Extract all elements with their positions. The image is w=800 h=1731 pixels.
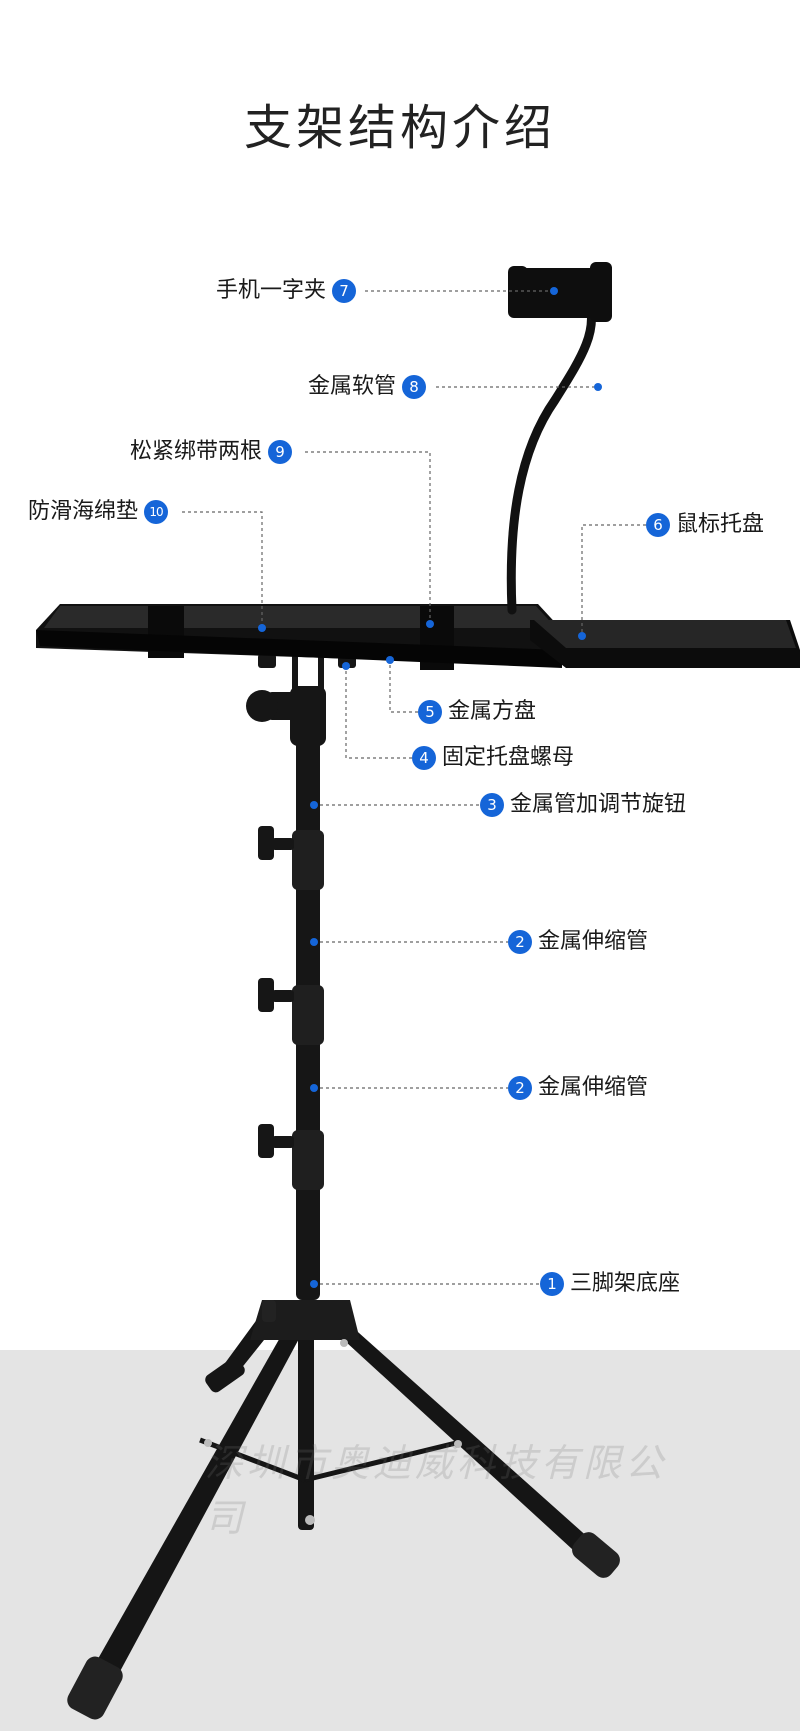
callout-number-badge: 1 [540,1272,564,1296]
callout-number-badge: 6 [646,513,670,537]
callout-label: 手机一字夹 [216,278,327,303]
phone-clamp [508,262,612,322]
callout-tray-nut: 4 固定托盘螺母 [412,744,574,772]
floor-background [0,1350,800,1731]
callout-label: 金属管加调节旋钮 [510,792,687,817]
callout-number-badge: 8 [402,375,427,399]
callout-label: 金属方盘 [448,699,537,724]
anchor-dots [258,287,602,1288]
callout-number-badge: 5 [418,700,442,724]
callout-label: 固定托盘螺母 [442,745,575,770]
leader-lines [182,290,652,1285]
callout-label: 松紧绑带两根 [130,439,263,464]
callout-elastic-straps: 松紧绑带两根 9 [130,438,293,466]
callout-number-badge: 2 [508,1076,532,1100]
callout-label: 三脚架底座 [570,1271,681,1296]
callout-number-badge: 2 [508,930,532,954]
telescoping-pole [246,654,356,1300]
callout-telescoping-tube-lower: 2 金属伸缩管 [508,1074,648,1102]
mouse-tray [530,620,800,668]
callout-label: 防滑海绵垫 [28,499,139,524]
callout-number-badge: 10 [144,500,169,524]
callout-label: 金属伸缩管 [538,929,649,954]
gooseneck-tube [506,295,597,615]
main-tray [36,604,562,670]
callout-number-badge: 7 [332,279,357,303]
callout-number-badge: 4 [412,746,436,770]
callout-telescoping-tube-upper: 2 金属伸缩管 [508,928,648,956]
tripod-base [67,1300,620,1720]
callout-tripod-base: 1 三脚架底座 [540,1270,680,1298]
callout-metal-square-plate: 5 金属方盘 [418,698,536,726]
callout-metal-tube-knob: 3 金属管加调节旋钮 [480,791,686,819]
callout-sponge-pad: 防滑海绵垫 10 [28,498,169,526]
page-title: 支架结构介绍 [243,100,556,156]
callout-number-badge: 9 [268,440,293,464]
callout-number-badge: 3 [480,793,504,817]
callout-mouse-tray: 6 鼠标托盘 [646,511,764,539]
callout-label: 金属伸缩管 [538,1075,649,1100]
watermark: 深圳市奥迪威科技有限公司 [205,1441,668,1540]
callout-label: 鼠标托盘 [676,512,765,537]
callout-metal-hose: 金属软管 8 [308,373,427,401]
callout-phone-clamp: 手机一字夹 7 [216,277,357,305]
callout-label: 金属软管 [308,374,397,399]
